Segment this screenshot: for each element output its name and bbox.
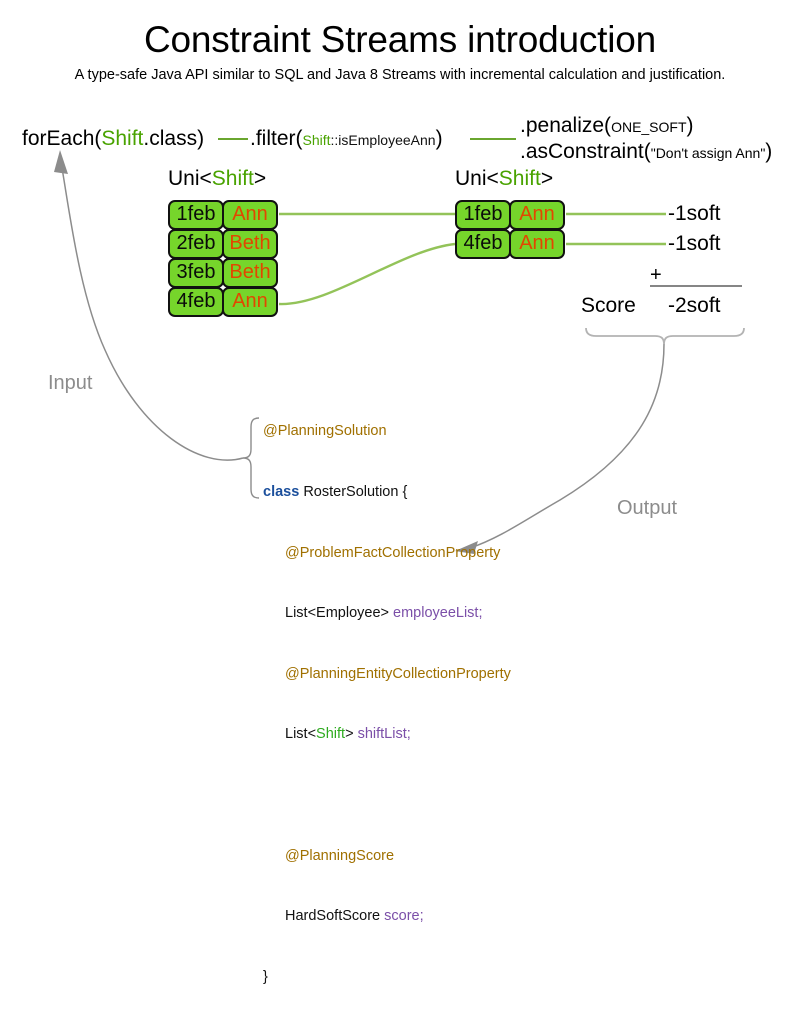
annotation-text: @PlanningEntityCollectionProperty: [285, 665, 511, 682]
shift-employee-cell: Ann: [222, 287, 278, 317]
field-name: shiftList: [357, 726, 407, 743]
shift-employee-cell: Ann: [509, 229, 565, 259]
as-constraint-arg: "Don't assign Ann": [650, 145, 766, 161]
stream-table-left: 1feb Ann 2feb Beth 3feb Beth 4feb Ann: [168, 200, 278, 317]
generic-type: Shift: [316, 726, 346, 743]
uni-label-right: Uni<Shift>: [455, 166, 553, 191]
table-row: 4feb Ann: [168, 287, 278, 317]
code-line-annotation-planning-entity: @PlanningEntityCollectionProperty: [263, 664, 511, 684]
page-title: Constraint Streams introduction: [143, 19, 657, 60]
table-row: 1feb Ann: [455, 200, 565, 230]
code-line-annotation-planning-solution: @PlanningSolution: [263, 421, 511, 441]
closing-brace: }: [263, 968, 268, 985]
shift-date-cell: 4feb: [455, 229, 511, 259]
table-row: 3feb Beth: [168, 258, 278, 288]
annotation-text: @PlanningSolution: [263, 423, 387, 440]
pipeline-penalize: .penalize(ONE_SOFT): [520, 113, 694, 140]
output-label: Output: [617, 497, 678, 519]
code-line-shift-list: List<Shift> shiftList;: [263, 724, 511, 744]
annotation-text: @ProblemFactCollectionProperty: [285, 544, 501, 561]
input-label: Input: [48, 372, 93, 394]
penalize-arg: ONE_SOFT: [611, 119, 687, 135]
shift-date-cell: 1feb: [168, 200, 224, 230]
uni-label-left: Uni<Shift>: [168, 166, 266, 191]
table-row: 1feb Ann: [168, 200, 278, 230]
code-line-score-field: HardSoftScore score;: [263, 906, 511, 926]
semicolon: ;: [478, 605, 483, 622]
penalty-value-2: -1soft: [668, 232, 721, 255]
shift-date-cell: 4feb: [168, 287, 224, 317]
as-constraint-suffix: ): [765, 140, 773, 163]
semicolon: ;: [406, 726, 411, 743]
penalty-value-1: -1soft: [668, 202, 721, 225]
table-row: 2feb Beth: [168, 229, 278, 259]
for-each-suffix: .class): [143, 127, 205, 150]
diagram-canvas: Constraint Streams introduction A type-s…: [22, 19, 772, 985]
for-each-type: Shift: [101, 127, 144, 150]
field-name: employeeList: [393, 605, 479, 622]
shift-date-cell: 1feb: [455, 200, 511, 230]
uni-right-type: Shift: [498, 167, 541, 190]
penalize-prefix: .penalize(: [520, 114, 612, 137]
shift-employee-cell: Ann: [509, 200, 565, 230]
sum-operator: +: [650, 264, 662, 286]
field-type-close: >: [345, 726, 358, 743]
penalize-suffix: ): [686, 114, 694, 137]
code-line-employee-list: List<Employee> employeeList;: [263, 603, 511, 623]
code-fields-brace: [242, 417, 260, 499]
code-line-blank: [263, 785, 511, 805]
shift-employee-cell: Ann: [222, 200, 278, 230]
filter-suffix: ): [435, 127, 443, 150]
as-constraint-prefix: .asConstraint(: [520, 140, 651, 163]
stream-link-row4: [278, 242, 456, 306]
uni-left-type: Shift: [211, 167, 254, 190]
shift-employee-cell: Beth: [222, 258, 278, 288]
filter-method: ::isEmployeeAnn: [330, 132, 436, 148]
field-name: score: [384, 908, 420, 925]
filter-type: Shift: [302, 132, 331, 148]
score-brace: [585, 327, 745, 345]
code-block: @PlanningSolution class RosterSolution {…: [263, 381, 511, 1027]
field-type: List<: [285, 726, 317, 743]
input-arrowhead: [54, 150, 68, 174]
pipeline-filter: .filter(Shift::isEmployeeAnn): [250, 126, 443, 153]
shift-date-cell: 3feb: [168, 258, 224, 288]
pipeline-for-each: forEach(Shift.class): [22, 126, 204, 152]
table-row: 4feb Ann: [455, 229, 565, 259]
class-name: RosterSolution {: [299, 484, 408, 500]
pipeline-as-constraint: .asConstraint("Don't assign Ann"): [520, 139, 772, 166]
uni-left-suffix: >: [253, 167, 267, 190]
for-each-prefix: forEach(: [22, 127, 102, 150]
semicolon: ;: [419, 908, 424, 925]
page-subtitle: A type-safe Java API similar to SQL and …: [74, 67, 726, 83]
stream-table-right: 1feb Ann 4feb Ann: [455, 200, 565, 259]
shift-employee-cell: Beth: [222, 229, 278, 259]
shift-date-cell: 2feb: [168, 229, 224, 259]
uni-left-prefix: Uni<: [168, 167, 212, 190]
field-type: HardSoftScore: [285, 908, 385, 925]
code-line-annotation-problem-fact: @ProblemFactCollectionProperty: [263, 543, 511, 563]
uni-right-suffix: >: [540, 167, 554, 190]
filter-prefix: .filter(: [250, 127, 303, 150]
uni-right-prefix: Uni<: [455, 167, 499, 190]
keyword-class: class: [263, 484, 300, 500]
field-type: List<Employee>: [285, 605, 394, 622]
code-line-class-declaration: class RosterSolution {: [263, 482, 511, 502]
code-line-close-brace: }: [263, 967, 511, 987]
annotation-text: @PlanningScore: [285, 847, 395, 864]
code-line-annotation-planning-score: @PlanningScore: [263, 846, 511, 866]
score-total: -2soft: [668, 294, 721, 317]
score-label: Score: [581, 294, 636, 317]
